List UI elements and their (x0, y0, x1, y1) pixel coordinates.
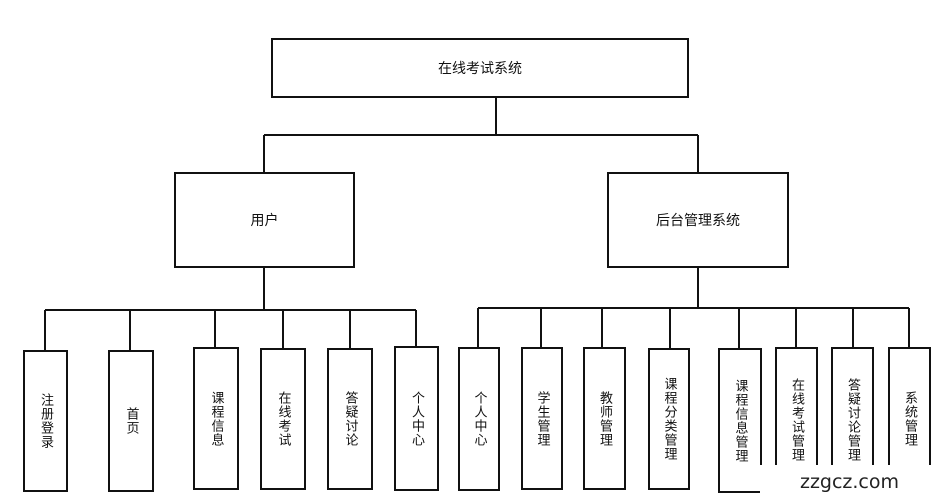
leaf-label: 注册登录 (38, 393, 53, 449)
leaf-online-exam: 在线考试 (260, 348, 306, 490)
admin-system-node-label: 后台管理系统 (656, 213, 740, 229)
leaf-admin-personal-center: 个人中心 (458, 347, 500, 491)
leaf-label: 首页 (123, 407, 139, 435)
leaf-register-login: 注册登录 (23, 350, 68, 492)
root-node-label: 在线考试系统 (438, 61, 522, 77)
leaf-label: 课程分类管理 (661, 377, 677, 461)
leaf-home: 首页 (108, 350, 154, 492)
leaf-label: 在线考试管理 (789, 378, 804, 462)
leaf-personal-center: 个人中心 (394, 346, 439, 491)
leaf-label: 教师管理 (597, 390, 612, 447)
watermark-text: zzgcz.com (760, 465, 939, 499)
user-node-label: 用户 (250, 213, 279, 229)
leaf-label: 课程信息管理 (732, 378, 748, 463)
leaf-course-info: 课程信息 (193, 347, 239, 490)
leaf-label: 个人中心 (471, 391, 487, 447)
leaf-label: 课程信息 (208, 390, 224, 447)
user-node: 用户 (174, 172, 355, 268)
leaf-label: 答疑讨论 (342, 391, 358, 447)
root-node: 在线考试系统 (271, 38, 689, 98)
leaf-label: 个人中心 (409, 390, 424, 447)
leaf-qa-discussion: 答疑讨论 (327, 348, 373, 490)
leaf-course-info-management: 课程信息管理 (718, 348, 762, 493)
leaf-student-management: 学生管理 (521, 347, 563, 490)
leaf-label: 答疑讨论管理 (845, 378, 860, 462)
leaf-teacher-management: 教师管理 (583, 347, 626, 490)
leaf-course-category-management: 课程分类管理 (648, 348, 690, 490)
leaf-label: 系统管理 (902, 391, 917, 447)
admin-system-node: 后台管理系统 (607, 172, 789, 268)
leaf-label: 学生管理 (534, 390, 550, 447)
leaf-label: 在线考试 (275, 391, 291, 447)
